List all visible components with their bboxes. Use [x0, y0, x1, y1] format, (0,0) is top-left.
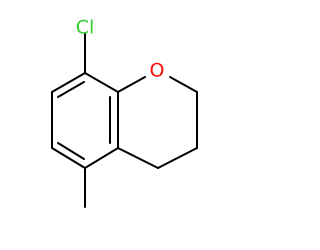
bond-c7-c8 [51, 72, 86, 93]
chromane-structure-drawing: Cl O [51, 17, 198, 208]
oxygen-atom-label: O [150, 60, 165, 82]
structure-canvas: Cl O [51, 16, 198, 208]
bond-c5-c6 [51, 147, 86, 169]
bond-c8a-o1 [117, 76, 146, 93]
bond-c3-c4 [157, 147, 198, 169]
bond-c8-c8a [84, 72, 119, 93]
bond-c4a-c5 [84, 147, 119, 169]
bond-c5-c6-inner [57, 142, 85, 160]
chlorine-atom-label: Cl [76, 17, 95, 39]
bond-c4-c4a [117, 147, 159, 169]
bond-c7-c8-inner [57, 81, 85, 98]
bond-o1-c2 [169, 76, 198, 93]
